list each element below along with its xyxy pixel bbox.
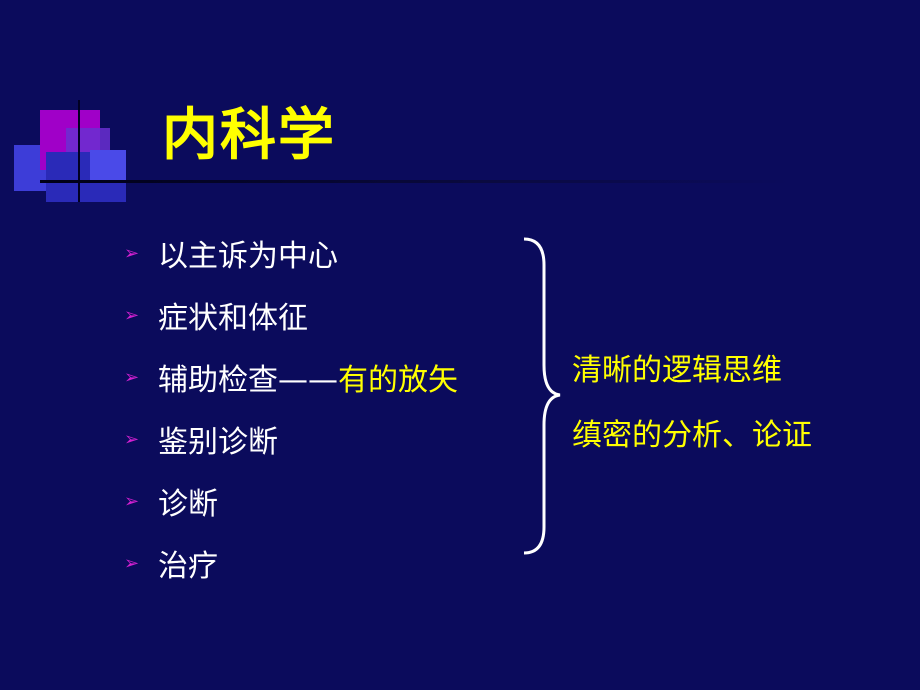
arrow-right-icon: ➢ xyxy=(124,552,140,574)
bullet-item: ➢ 治疗 xyxy=(124,532,458,594)
bullet-item: ➢ 辅助检查——有的放矢 xyxy=(124,346,458,408)
note-analysis: 缜密的分析、论证 xyxy=(572,418,812,453)
bullet-item: ➢ 以主诉为中心 xyxy=(124,222,458,284)
bullet-item: ➢ 诊断 xyxy=(124,470,458,532)
note-logic: 清晰的逻辑思维 xyxy=(572,353,782,388)
bullet-text: 诊断 xyxy=(158,487,218,522)
bullet-text: 鉴别诊断 xyxy=(158,425,278,460)
bullet-text: 治疗 xyxy=(158,549,218,584)
bullet-text: 症状和体征 xyxy=(158,301,308,336)
bullet-dash: —— xyxy=(278,363,338,398)
decor-vertical-line xyxy=(78,100,80,202)
arrow-right-icon: ➢ xyxy=(124,428,140,450)
arrow-right-icon: ➢ xyxy=(124,242,140,264)
bullet-list: ➢ 以主诉为中心 ➢ 症状和体征 ➢ 辅助检查——有的放矢 ➢ 鉴别诊断 ➢ 诊… xyxy=(124,222,458,594)
bullet-main: 辅助检查 xyxy=(158,363,278,398)
bullet-text: 辅助检查——有的放矢 xyxy=(158,355,458,399)
arrow-right-icon: ➢ xyxy=(124,366,140,388)
bullet-subtext: 有的放矢 xyxy=(338,363,458,398)
curly-brace-icon xyxy=(523,237,561,555)
arrow-right-icon: ➢ xyxy=(124,490,140,512)
decor-square xyxy=(90,150,126,180)
bullet-text: 以主诉为中心 xyxy=(158,239,338,274)
slide-title: 内科学 xyxy=(162,103,336,168)
bullet-item: ➢ 鉴别诊断 xyxy=(124,408,458,470)
bullet-item: ➢ 症状和体征 xyxy=(124,284,458,346)
title-underline xyxy=(40,180,790,183)
arrow-right-icon: ➢ xyxy=(124,304,140,326)
